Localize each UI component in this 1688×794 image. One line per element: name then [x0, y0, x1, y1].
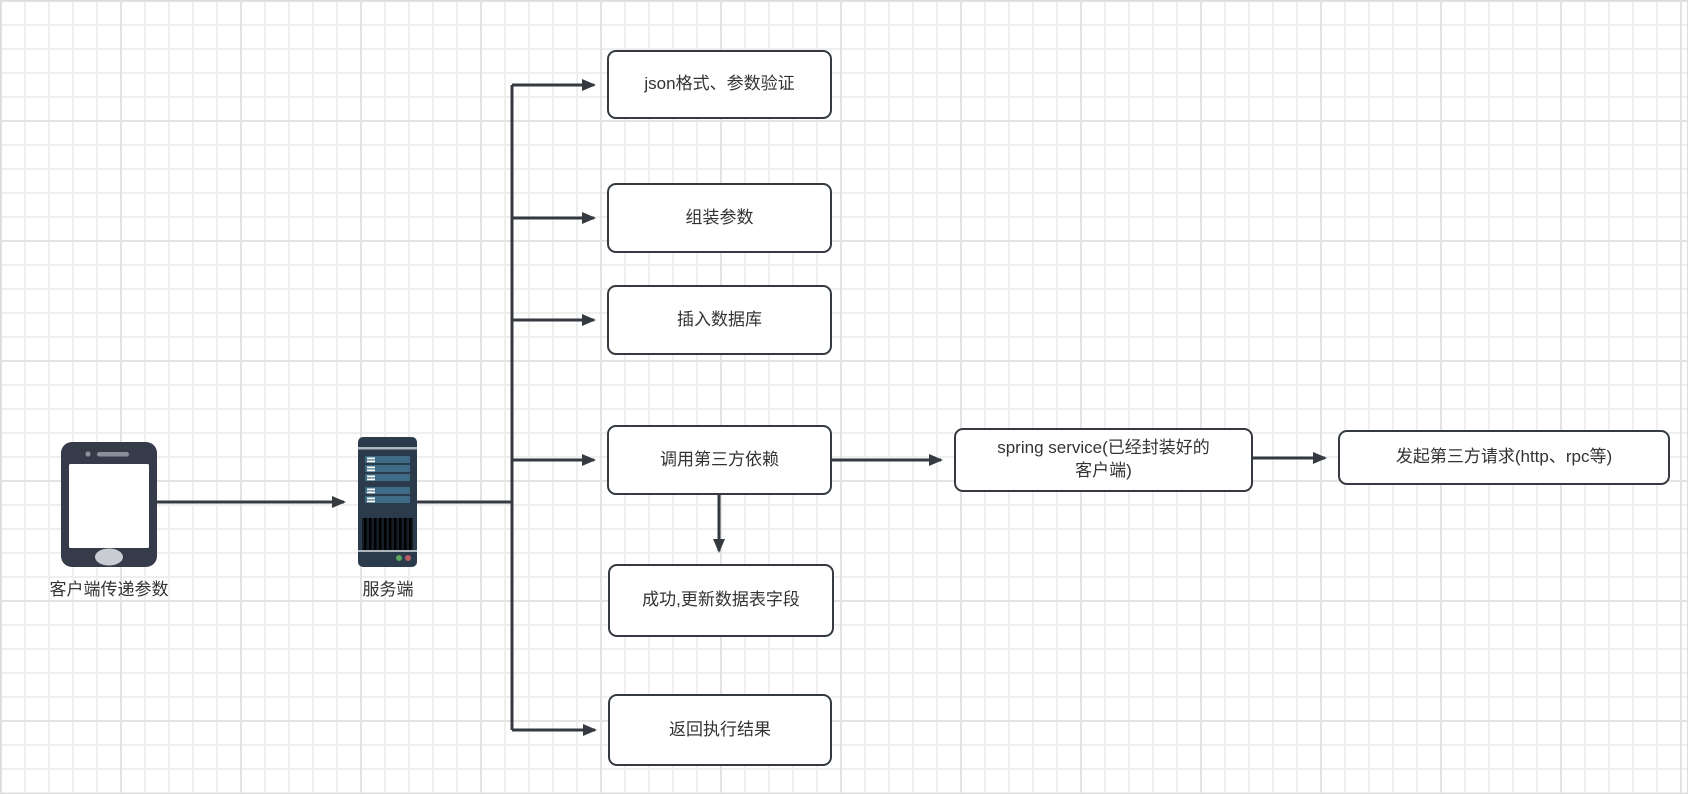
node-third-party-request[interactable]: 发起第三方请求(http、rpc等) [1338, 430, 1670, 485]
node-success-update-label: 成功,更新数据表字段 [642, 590, 800, 610]
phone-camera-dot [85, 451, 91, 457]
node-assemble-params[interactable]: 组装参数 [607, 183, 832, 253]
server-led-red [405, 555, 411, 561]
node-insert-db[interactable]: 插入数据库 [607, 285, 832, 355]
node-return-result[interactable]: 返回执行结果 [608, 694, 832, 766]
node-success-update[interactable]: 成功,更新数据表字段 [608, 564, 834, 637]
node-json-validate-label: json格式、参数验证 [644, 74, 795, 94]
server-drive-bays [365, 456, 410, 503]
node-third-party-request-label: 发起第三方请求(http、rpc等) [1395, 447, 1613, 467]
node-assemble-params-label: 组装参数 [685, 207, 754, 227]
phone-icon[interactable] [61, 442, 157, 572]
node-return-result-label: 返回执行结果 [669, 719, 771, 739]
server-bottom-stripe [358, 550, 417, 552]
phone-home-button [95, 548, 123, 566]
node-insert-db-label: 插入数据库 [677, 309, 762, 329]
phone-speaker-slit [97, 452, 129, 457]
client-label: 客户端传递参数 [49, 580, 169, 599]
node-json-validate[interactable]: json格式、参数验证 [607, 50, 832, 119]
node-call-third-party-label: 调用第三方依赖 [660, 449, 779, 469]
server-label: 服务端 [362, 580, 414, 599]
server-led-green [396, 555, 402, 561]
server-icon[interactable] [358, 437, 417, 572]
server-top-stripe [358, 447, 417, 450]
server-vent [362, 518, 413, 550]
node-spring-service[interactable]: spring service(已经封装好的 客户端) [954, 428, 1253, 492]
node-call-third-party[interactable]: 调用第三方依赖 [607, 425, 832, 495]
node-spring-service-label: spring service(已经封装好的 客户端) [997, 438, 1210, 480]
phone-screen [69, 464, 149, 548]
